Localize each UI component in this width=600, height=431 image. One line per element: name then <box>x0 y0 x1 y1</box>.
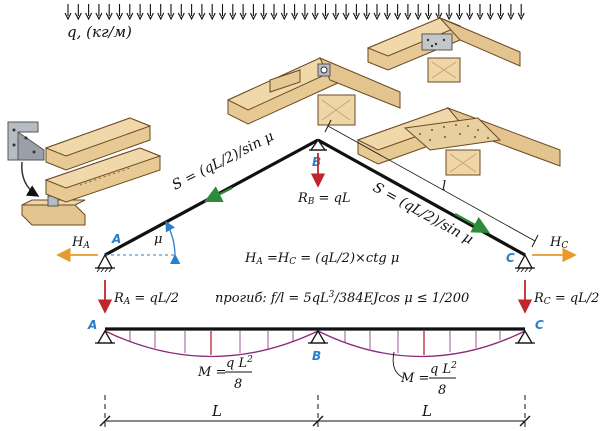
moment-formula-right: M = q L2 8 <box>400 361 457 398</box>
load-arrow-head <box>394 12 402 21</box>
left-force-arrow <box>204 186 233 202</box>
load-arrow-head <box>404 12 412 21</box>
horizontal-reaction-c-label: HC <box>549 235 568 251</box>
bracket-detail-illustration <box>7 117 162 226</box>
support-a-upper <box>95 253 115 273</box>
load-arrow-head <box>342 12 350 21</box>
load-arrow-head <box>322 12 329 21</box>
load-arrow-head <box>332 12 340 21</box>
load-arrow-head <box>425 12 432 21</box>
svg-text:M =: M = <box>400 371 429 386</box>
beam-point-a-label: A <box>87 318 97 332</box>
load-arrow-head <box>363 12 371 21</box>
svg-text:q L2: q L2 <box>226 355 253 371</box>
support-c-upper <box>515 253 535 273</box>
load-arrow-head <box>497 12 505 21</box>
load-arrow-head <box>219 12 226 21</box>
reaction-a-label: RA = qL/2 <box>113 291 179 307</box>
moment-leader-line <box>392 351 405 379</box>
load-arrow-head <box>466 12 474 21</box>
load-arrow-head <box>373 12 381 21</box>
beam-point-c-label: C <box>535 318 544 332</box>
right-axial-force-formula: S = (qL/2)/sin μ <box>370 180 476 248</box>
load-arrow-head <box>208 12 216 21</box>
load-arrow-head <box>486 12 494 21</box>
svg-text:8: 8 <box>234 377 242 392</box>
horizontal-reaction-a-label: HA <box>71 235 90 251</box>
load-arrow-head <box>157 12 165 21</box>
distributed-load-arrows <box>64 4 525 21</box>
load-arrow-head <box>64 12 72 21</box>
svg-text:8: 8 <box>438 383 446 398</box>
load-arrow-head <box>146 12 154 21</box>
left-axial-force-formula: S = (qL/2)/sin μ <box>170 128 277 193</box>
load-arrow-head <box>229 12 237 21</box>
load-arrow-head <box>455 12 463 21</box>
support-b-lower <box>308 329 328 344</box>
load-arrow-head <box>239 12 247 21</box>
beam-point-b-label: B <box>312 349 321 363</box>
load-arrow-head <box>270 12 278 21</box>
gusset-joint-illustration <box>356 106 561 176</box>
svg-text:q L2: q L2 <box>430 361 457 377</box>
load-arrow-head <box>352 12 360 21</box>
load-arrow-head <box>249 12 257 21</box>
support-a-lower <box>95 329 115 344</box>
point-c-label: C <box>506 251 515 265</box>
angle-arc <box>165 220 181 265</box>
load-arrow-head <box>85 12 93 21</box>
right-rafter <box>317 138 526 257</box>
ridge-joint-illustration <box>226 57 401 126</box>
reaction-c-label: RC = qL/2 <box>533 291 599 307</box>
load-arrow-head <box>126 12 134 21</box>
load-arrow-head <box>445 12 453 21</box>
load-arrow-head <box>105 12 113 21</box>
load-arrow-head <box>136 12 144 21</box>
load-arrow-head <box>177 12 185 21</box>
load-arrow-head <box>116 12 123 21</box>
point-b-label: B <box>312 155 321 169</box>
load-arrow-head <box>311 12 319 21</box>
moment-formula-left: M = q L2 8 <box>197 355 253 392</box>
load-arrow-head <box>507 12 515 21</box>
reaction-b-label: RB = qL <box>297 191 351 207</box>
top-joint-illustration <box>366 17 521 83</box>
load-arrow-head <box>95 12 103 21</box>
length-label: l <box>442 179 446 194</box>
moment-diagram <box>104 330 526 358</box>
load-arrow-head <box>291 12 299 21</box>
load-arrow-head <box>167 12 175 21</box>
load-arrow-head <box>74 12 82 21</box>
load-arrow-head <box>188 12 196 21</box>
support-c-lower <box>515 329 535 344</box>
svg-text:M =: M = <box>197 365 226 380</box>
load-arrow-head <box>476 12 484 21</box>
load-arrow-head <box>414 12 422 21</box>
deflection-formula: прогиб: f/l = 5qL3/384EJcos μ ≤ 1/200 <box>215 290 469 306</box>
load-arrow-head <box>517 12 525 21</box>
horizontal-force-formula: HA =HC = (qL/2)×ctg μ <box>244 251 399 267</box>
load-arrow-head <box>198 12 206 21</box>
span-dimensions <box>99 395 531 431</box>
load-arrow-head <box>383 12 391 21</box>
load-arrow-head <box>301 12 309 21</box>
angle-label: μ <box>154 232 162 247</box>
support-b-upper <box>309 138 327 151</box>
load-label: q, (кг/м) <box>67 23 132 41</box>
point-a-label: A <box>111 232 121 246</box>
load-arrow-head <box>260 12 268 21</box>
span-right-label: L <box>421 402 432 420</box>
right-force-arrow <box>454 213 490 234</box>
span-left-label: L <box>211 402 222 420</box>
load-arrow-head <box>280 12 288 21</box>
length-dimension-line <box>327 125 536 242</box>
